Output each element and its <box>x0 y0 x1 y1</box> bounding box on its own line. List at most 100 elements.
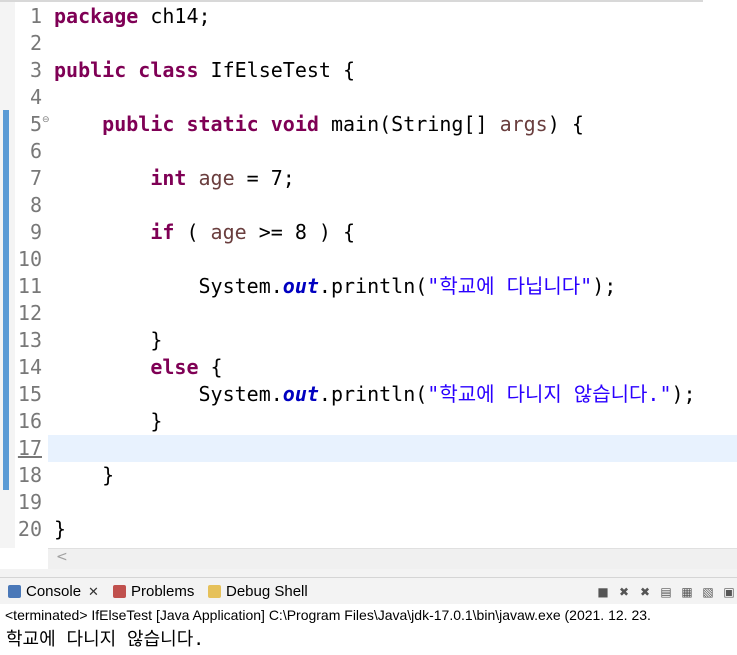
line-number: 13 <box>17 328 42 352</box>
line-number: 4 <box>29 85 42 109</box>
code-text: public static void main(String[] args) { <box>54 111 584 138</box>
code-text: } <box>54 408 162 435</box>
line-number: 5 <box>29 112 42 136</box>
tab-console[interactable]: Console ✕ <box>8 578 99 605</box>
code-line[interactable]: 20} <box>0 516 737 543</box>
line-number: 15 <box>17 382 42 406</box>
code-line[interactable]: 17 <box>0 435 737 462</box>
line-number: 17 <box>17 436 42 460</box>
remove-all-icon[interactable]: ✖ <box>639 585 651 599</box>
line-number: 19 <box>17 490 42 514</box>
token-kw: else <box>150 355 199 379</box>
close-icon[interactable]: ✕ <box>88 584 99 599</box>
code-line[interactable]: 9 if ( age >= 8 ) { <box>0 219 737 246</box>
scroll-left-icon[interactable]: < <box>56 549 68 565</box>
word-wrap-icon[interactable]: ▧ <box>702 585 714 599</box>
code-line[interactable]: 1 package ch14; <box>0 3 737 30</box>
line-number: 1 <box>29 4 42 28</box>
token-kw: public <box>54 58 127 82</box>
line-number: 8 <box>29 193 42 217</box>
token: System. <box>54 382 283 406</box>
token: } <box>54 463 115 487</box>
code-line[interactable]: 7 int age = 7; <box>0 165 737 192</box>
token: .println( <box>318 382 428 406</box>
token: ); <box>671 382 696 406</box>
token: main(String[] <box>318 112 500 136</box>
token: ch14; <box>138 4 211 28</box>
token <box>54 355 150 379</box>
terminate-icon[interactable]: ■ <box>597 585 609 599</box>
token-kw: void <box>270 112 319 136</box>
pin-console-icon[interactable]: ▣ <box>723 585 735 599</box>
overview-ruler <box>0 2 15 548</box>
code-line[interactable]: 6 <box>0 138 737 165</box>
code-line[interactable]: 5⊖ public static void main(String[] args… <box>0 111 737 138</box>
token <box>186 166 198 190</box>
token: >= 8 ) { <box>246 220 356 244</box>
tab-console-label: Console <box>26 583 82 600</box>
code-line[interactable]: 11 System.out.println("학교에 다닙니다"); <box>0 273 737 300</box>
line-number: 6 <box>29 139 42 163</box>
token-var: age <box>198 166 235 190</box>
code-line[interactable]: 13 } <box>0 327 737 354</box>
clear-console-icon[interactable]: ▤ <box>660 585 672 599</box>
quick-diff-bar-2 <box>3 462 9 490</box>
line-number: 12 <box>17 301 42 325</box>
editor-top-border <box>0 0 703 2</box>
code-line[interactable]: 8 <box>0 192 737 219</box>
debug-shell-icon <box>208 585 221 598</box>
code-line[interactable]: 4 <box>0 84 737 111</box>
code-text: package ch14; <box>54 3 211 30</box>
code-text: int age = 7; <box>54 165 295 192</box>
line-number-gutter <box>15 2 48 548</box>
problems-icon <box>113 585 126 598</box>
scroll-lock-icon[interactable]: ▦ <box>681 585 693 599</box>
code-text: System.out.println("학교에 다니지 않습니다."); <box>54 381 696 408</box>
token: { <box>198 355 223 379</box>
code-line[interactable]: 18 } <box>0 462 737 489</box>
line-number: 10 <box>17 247 42 271</box>
line-number: 2 <box>29 31 42 55</box>
token: } <box>54 409 163 433</box>
code-text: } <box>54 516 66 543</box>
token-var: age <box>210 220 247 244</box>
token-str: "학교에 다니지 않습니다." <box>427 382 672 406</box>
fold-toggle-icon[interactable]: ⊖ <box>42 115 50 125</box>
code-line[interactable]: 19 <box>0 489 737 516</box>
remove-launch-icon[interactable]: ✖ <box>618 585 630 599</box>
token <box>54 166 150 190</box>
token <box>174 112 186 136</box>
token-kw: package <box>54 4 139 28</box>
token-kw: class <box>138 58 199 82</box>
code-text: System.out.println("학교에 다닙니다"); <box>54 273 616 300</box>
current-line-highlight <box>48 435 737 462</box>
code-text: } <box>54 327 162 354</box>
horizontal-scrollbar[interactable]: < <box>48 548 737 569</box>
token: IfElseTest { <box>198 58 356 82</box>
line-number: 20 <box>17 517 42 541</box>
token: = 7; <box>234 166 295 190</box>
token-kw: if <box>150 220 175 244</box>
line-number: 16 <box>17 409 42 433</box>
tab-debug-shell[interactable]: Debug Shell <box>208 578 308 605</box>
code-line[interactable]: 2 <box>0 30 737 57</box>
line-number: 14 <box>17 355 42 379</box>
token <box>54 112 102 136</box>
tab-problems[interactable]: Problems <box>113 578 194 605</box>
code-line[interactable]: 10 <box>0 246 737 273</box>
code-line[interactable]: 15 System.out.println("학교에 다니지 않습니다."); <box>0 381 737 408</box>
code-line[interactable]: 12 <box>0 300 737 327</box>
token: .println( <box>318 274 428 298</box>
token <box>259 112 271 136</box>
code-line[interactable]: 16 } <box>0 408 737 435</box>
token: } <box>54 328 163 352</box>
console-output[interactable]: 학교에 다니지 않습니다. <box>0 627 737 655</box>
panel-separator <box>0 569 737 577</box>
token-var: args <box>499 112 548 136</box>
console-tools: ■ ✖ ✖ ▤ ▦ ▧ ▣ <box>595 582 737 602</box>
token: System. <box>54 274 283 298</box>
code-line[interactable]: 14 else { <box>0 354 737 381</box>
token-kw: int <box>150 166 187 190</box>
